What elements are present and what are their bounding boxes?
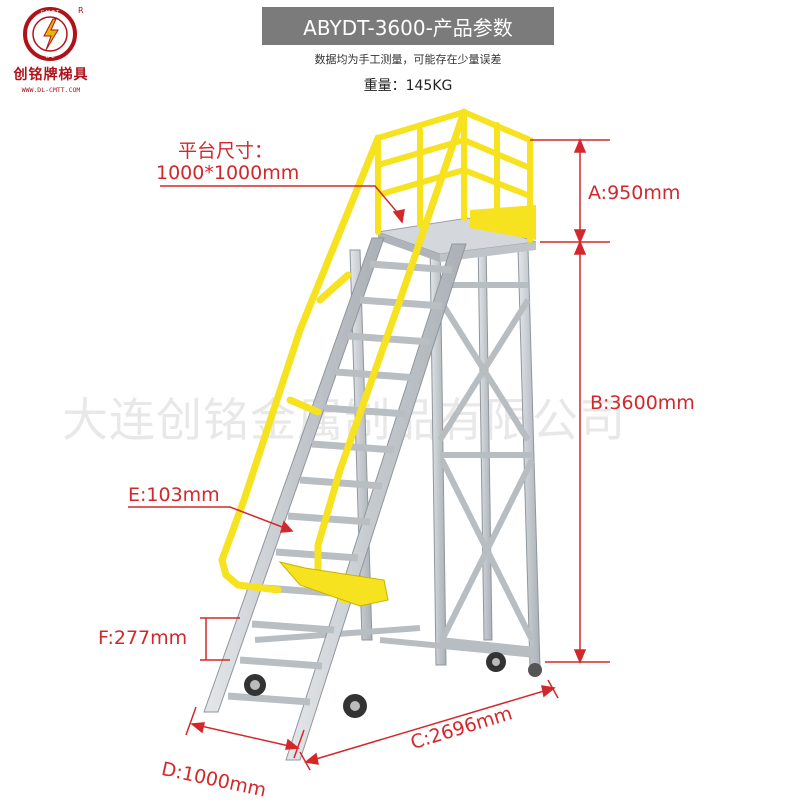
dimension-lines <box>128 138 610 771</box>
dimension-b-label: B:3600mm <box>590 392 695 414</box>
measurement-note: 数据均为手工测量，可能存在少量误差 <box>314 53 502 66</box>
dimension-a-label: A:950mm <box>588 182 681 204</box>
brand-url: WWW.DL-CMTT.COM <box>21 86 81 94</box>
brand-badge-letters: C M T T <box>40 10 60 16</box>
brand-badge-icon <box>23 7 77 61</box>
dimension-e-label: E:103mm <box>128 484 220 506</box>
tower-braces <box>254 282 537 658</box>
platform-size-label: 平台尺寸： <box>178 140 274 162</box>
brand-name: 创铭牌梯具 <box>13 67 89 83</box>
brand-logo: R C M T T D L 创铭牌梯具 WWW.DL-CMTT.COM <box>8 6 94 98</box>
brand-badge-mark: R <box>78 6 84 15</box>
caster-wheels <box>244 652 542 718</box>
product-weight: 重量：145KG <box>363 78 453 94</box>
dimension-f-label: F:277mm <box>98 627 188 649</box>
platform-size-value: 1000*1000mm <box>156 162 300 184</box>
lock-pedal <box>278 561 389 607</box>
brand-badge-bottom: D L <box>45 54 55 60</box>
platform-kickplate <box>470 205 536 240</box>
product-title: ABYDT-3600-产品参数 <box>262 7 554 45</box>
